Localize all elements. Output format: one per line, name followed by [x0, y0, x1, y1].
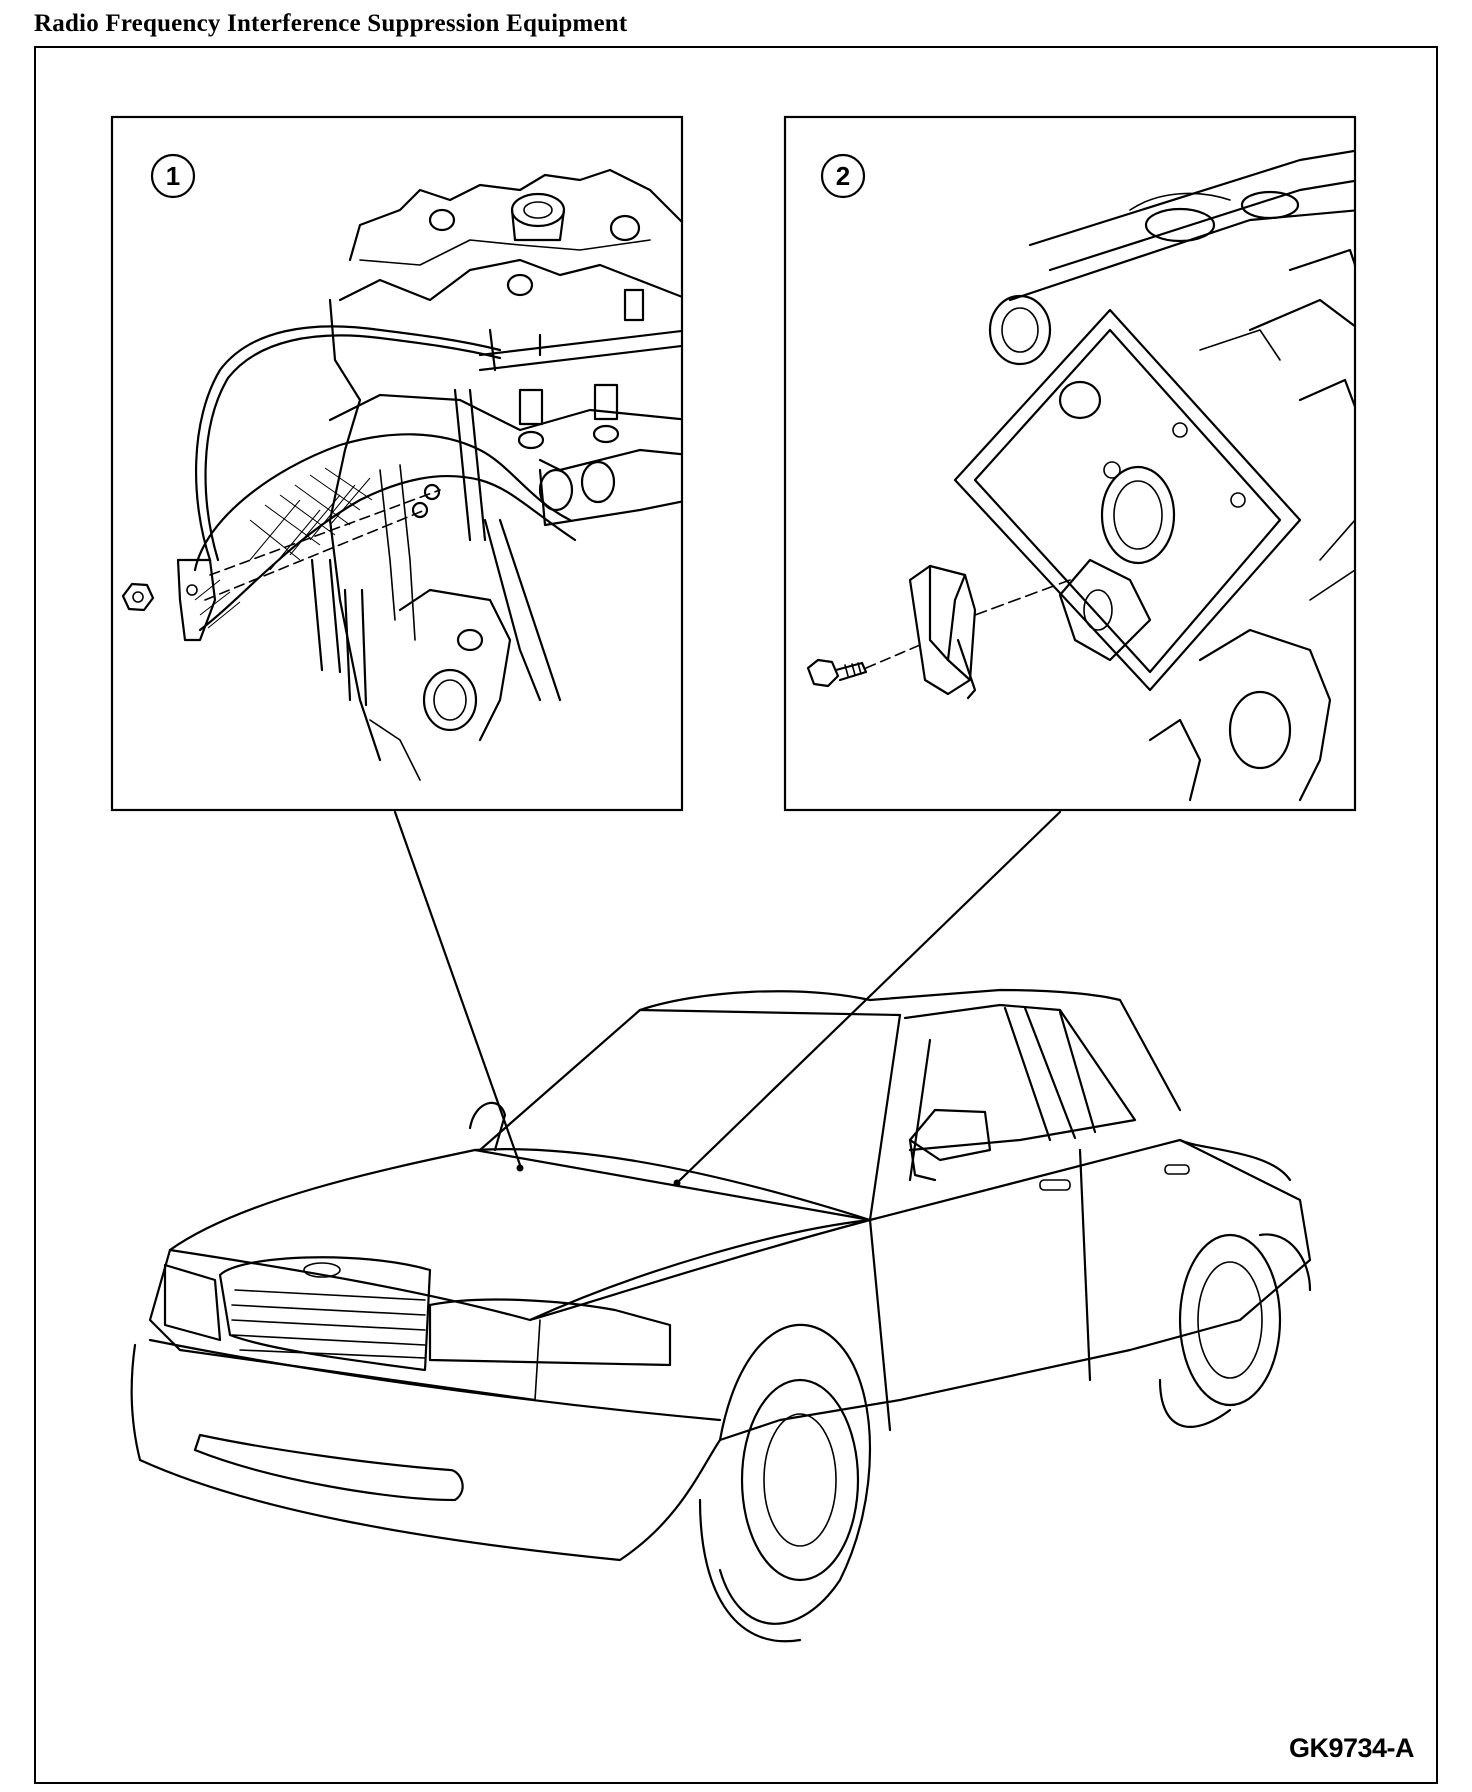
page-title: Radio Frequency Interference Suppression…	[34, 10, 628, 37]
engine-strap-illustration	[121, 168, 681, 781]
figure-code: GK9734-A	[1288, 1733, 1415, 1763]
engine-bracket-illustration	[806, 149, 1354, 802]
vehicle-illustration	[130, 988, 1312, 1643]
leader-lines	[393, 810, 1062, 1187]
figure-frame	[34, 46, 1438, 1784]
detail-panel-2: 2	[783, 115, 1357, 812]
callout-number-1: 1	[166, 161, 180, 191]
callout-number-2: 2	[836, 161, 850, 191]
detail-panel-1: 1	[110, 115, 684, 812]
